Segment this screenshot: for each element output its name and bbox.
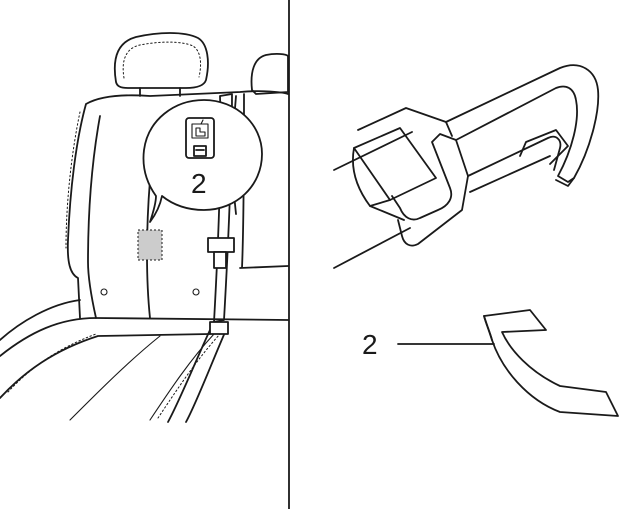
seatback-stitching [65,111,81,249]
rivet-left [100,288,108,296]
tether-slot [193,145,207,157]
tether-strap-upper [333,131,413,171]
seat-cushion-fold-1 [69,335,161,421]
side-headrest [250,53,289,95]
hook-tip [555,177,575,187]
right-callout-number: 2 [362,329,378,360]
rivet-right [192,288,200,296]
tether-strap-lower [333,227,411,269]
headrest-stitching [122,41,202,79]
callout-bubble [142,99,263,223]
seat-cushion-stitching [7,333,97,393]
tether-strap-band-fold [369,205,405,221]
hook-body-inner [397,121,469,247]
rear-seat-illustration: 2 [0,32,289,423]
anchor-hook-illustration: 2 [333,64,619,417]
seat-belt-lower-strap [167,329,227,423]
tether-symbol-seat-icon [195,119,206,137]
seat-cushion-left-side [0,299,81,341]
seat-cushion-fold-2 [149,333,215,421]
left-callout-number: 2 [191,168,207,199]
hook-spring-gate [519,129,569,165]
anchor-bar [483,309,619,417]
tether-strap-band [353,127,437,201]
seatback-outline [66,90,289,319]
headrest [114,32,209,89]
hook-jaw [467,135,562,193]
seat-cushion-edge [0,333,211,399]
seat-belt-tongue [213,251,227,269]
seat-cushion-front [0,317,289,357]
seat-cushion-fold-stitching [157,333,221,419]
anchor-location-highlight [137,229,163,261]
seatback-inner-edge [87,115,101,319]
tether-symbol-frame [191,123,209,139]
tether-strap-band-side [352,147,391,207]
hook-body-outer [357,64,600,221]
anchor-bar-edge [483,315,493,341]
seat-belt-buckle [207,237,235,253]
seat-belt-anchor [209,321,229,335]
